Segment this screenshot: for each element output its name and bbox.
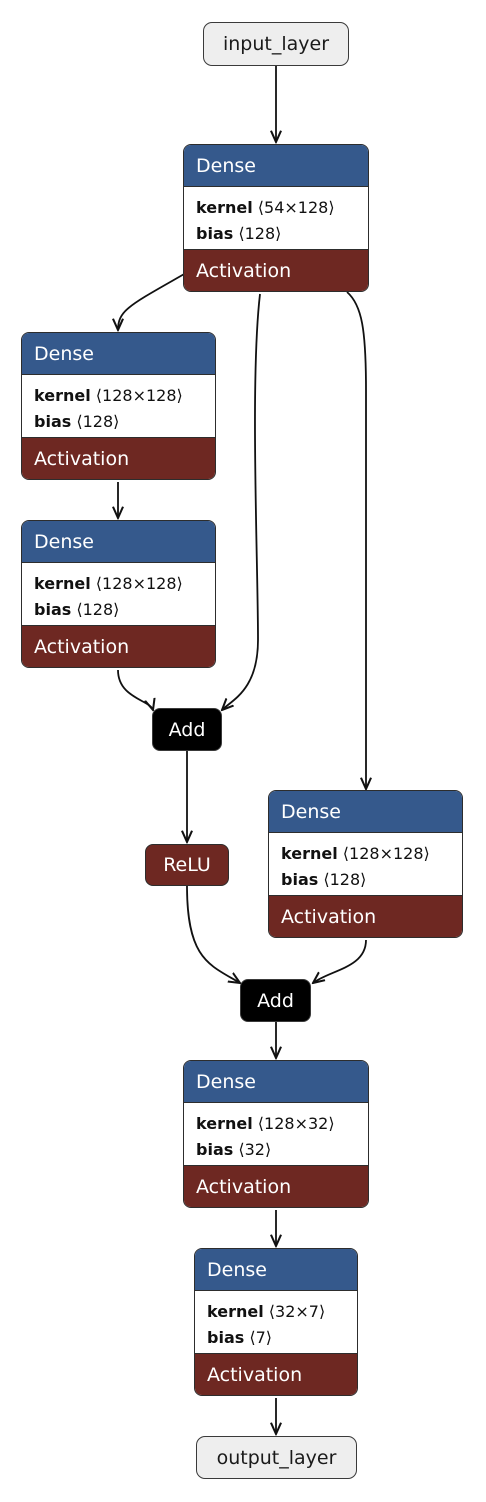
input-layer-label: input_layer: [222, 33, 330, 55]
kernel-shape: ⟨32×7⟩: [268, 1302, 326, 1321]
kernel-label: kernel: [207, 1302, 264, 1321]
edge-dense1-to-add1: [222, 293, 261, 710]
kernel-shape: ⟨128×32⟩: [257, 1114, 335, 1133]
bias-label: bias: [34, 412, 72, 431]
dense-layer-1-params: kernel ⟨54×128⟩ bias ⟨128⟩: [184, 187, 368, 249]
dense-layer-5-header: Dense: [184, 1061, 368, 1103]
dense-layer-3-header: Dense: [22, 521, 215, 563]
bias-label: bias: [34, 600, 72, 619]
relu-node: ReLU: [145, 844, 229, 886]
dense-layer-4-header: Dense: [269, 791, 462, 833]
dense-layer-4-activation: Activation: [269, 895, 462, 937]
add-node-2-label: Add: [257, 989, 294, 1012]
bias-shape: ⟨32⟩: [238, 1140, 272, 1159]
dense-layer-6: Dense kernel ⟨32×7⟩ bias ⟨7⟩ Activation: [194, 1248, 358, 1396]
dense-layer-5-params: kernel ⟨128×32⟩ bias ⟨32⟩: [184, 1103, 368, 1165]
bias-label: bias: [196, 1140, 234, 1159]
dense-layer-6-header: Dense: [195, 1249, 357, 1291]
bias-label: bias: [207, 1328, 245, 1347]
add-node-1: Add: [152, 708, 222, 751]
relu-label: ReLU: [163, 854, 211, 876]
dense-layer-4: Dense kernel ⟨128×128⟩ bias ⟨128⟩ Activa…: [268, 790, 463, 938]
edge-dense1-to-dense4: [346, 291, 366, 789]
dense-layer-1: Dense kernel ⟨54×128⟩ bias ⟨128⟩ Activat…: [183, 144, 369, 292]
bias-shape: ⟨128⟩: [76, 600, 120, 619]
bias-shape: ⟨128⟩: [76, 412, 120, 431]
bias-label: bias: [281, 870, 319, 889]
dense-layer-2-activation: Activation: [22, 437, 215, 479]
dense-layer-3-activation: Activation: [22, 625, 215, 667]
dense-layer-4-params: kernel ⟨128×128⟩ bias ⟨128⟩: [269, 833, 462, 895]
bias-shape: ⟨128⟩: [238, 224, 282, 243]
add-node-2: Add: [240, 979, 311, 1022]
dense-layer-1-header: Dense: [184, 145, 368, 187]
kernel-label: kernel: [34, 386, 91, 405]
dense-layer-5: Dense kernel ⟨128×32⟩ bias ⟨32⟩ Activati…: [183, 1060, 369, 1208]
edge-dense1-to-dense2: [118, 272, 187, 330]
edge-dense3-to-add1: [117, 669, 153, 710]
dense-layer-3-params: kernel ⟨128×128⟩ bias ⟨128⟩: [22, 563, 215, 625]
dense-layer-6-params: kernel ⟨32×7⟩ bias ⟨7⟩: [195, 1291, 357, 1353]
bias-label: bias: [196, 224, 234, 243]
kernel-shape: ⟨128×128⟩: [95, 386, 183, 405]
output-layer-label: output_layer: [216, 1446, 337, 1469]
kernel-shape: ⟨128×128⟩: [342, 844, 430, 863]
dense-layer-3: Dense kernel ⟨128×128⟩ bias ⟨128⟩ Activa…: [21, 520, 216, 668]
kernel-label: kernel: [196, 198, 253, 217]
dense-layer-2: Dense kernel ⟨128×128⟩ bias ⟨128⟩ Activa…: [21, 332, 216, 480]
dense-layer-5-activation: Activation: [184, 1165, 368, 1207]
add-node-1-label: Add: [168, 718, 206, 741]
kernel-shape: ⟨128×128⟩: [95, 574, 183, 593]
kernel-label: kernel: [196, 1114, 253, 1133]
dense-layer-2-header: Dense: [22, 333, 215, 375]
kernel-shape: ⟨54×128⟩: [257, 198, 335, 217]
dense-layer-1-activation: Activation: [184, 249, 368, 291]
dense-layer-6-activation: Activation: [195, 1353, 357, 1395]
edge-relu-to-add2: [186, 885, 240, 983]
kernel-label: kernel: [34, 574, 91, 593]
dense-layer-2-params: kernel ⟨128×128⟩ bias ⟨128⟩: [22, 375, 215, 437]
bias-shape: ⟨7⟩: [249, 1328, 273, 1347]
edge-dense4-to-add2: [313, 939, 367, 983]
input-layer-node: input_layer: [203, 22, 349, 66]
output-layer-node: output_layer: [196, 1436, 357, 1479]
kernel-label: kernel: [281, 844, 338, 863]
bias-shape: ⟨128⟩: [323, 870, 367, 889]
